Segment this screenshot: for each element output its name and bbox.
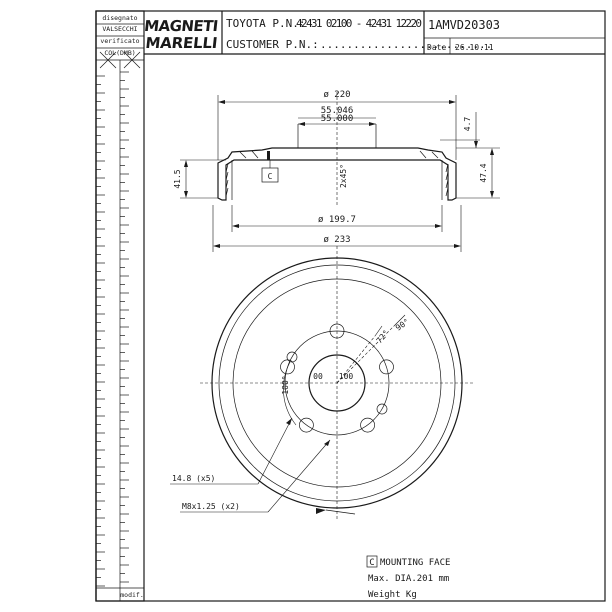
drawing-code: 1AMVD20303 — [428, 18, 500, 32]
svg-text:MARELLI: MARELLI — [145, 34, 219, 52]
angle-72-label: 72° — [375, 328, 391, 345]
notes-mounting-face: MOUNTING FACE — [380, 558, 450, 568]
customer-pn-value: .......................... — [320, 38, 492, 51]
dim-height-left: 41.5 — [173, 169, 182, 188]
dim-outer-diameter-bottom: ø 233 — [323, 235, 350, 245]
date-label: Date — [427, 43, 446, 52]
svg-text:MAGNETI: MAGNETI — [143, 17, 219, 35]
center-right-label: 100 — [339, 372, 354, 381]
bolt-hole-5 — [280, 359, 295, 375]
front-view-dimensions — [170, 314, 406, 515]
bolt-hole-pattern — [280, 323, 394, 433]
threads-callout: M8x1.25 (x2) — [182, 502, 240, 511]
designer-name: VALSECCHI — [102, 25, 137, 33]
toyota-pn-value: 42431 02100 - 42431 12220 — [296, 17, 422, 30]
drum-front-view — [200, 246, 474, 520]
threaded-hole-2 — [376, 403, 388, 415]
dim-flange-thickness: 4.7 — [463, 117, 472, 132]
notes-weight: Weight Kg — [368, 590, 417, 600]
holes-callout: 14.8 (x5) — [172, 474, 215, 483]
bolt-hole-4 — [299, 417, 314, 433]
section-mounting-face-tag: C — [268, 172, 273, 181]
magneti-marelli-logo: MAGNETI MARELLI — [143, 17, 219, 52]
revision-strip — [95, 10, 145, 602]
modification-label: modif. — [120, 591, 143, 599]
bolt-hole-3 — [360, 417, 375, 433]
drum-section-view — [217, 92, 457, 205]
checked-label: verificato — [100, 37, 139, 45]
toyota-pn-label: TOYOTA P.N.: — [226, 17, 305, 30]
dim-inner-diameter: ø 199.7 — [318, 215, 356, 225]
title-block — [144, 11, 605, 55]
dim-pilot-min: 55.000 — [321, 114, 354, 124]
angle-90-label: 90° — [394, 317, 411, 333]
customer-pn-label: CUSTOMER P.N.: — [226, 38, 319, 51]
dim-height-right: 47.4 — [479, 163, 488, 182]
date-value: 26.10.11 — [455, 43, 494, 52]
notes-mounting-face-tag: C — [369, 558, 374, 568]
pcd-left-label: 100° — [281, 375, 290, 394]
dim-chamfer: 2x45° — [339, 164, 348, 188]
dim-pilot-max: 55.046 — [321, 106, 354, 116]
center-left-label: 00 — [313, 372, 323, 381]
notes-block — [366, 555, 378, 568]
bolt-hole-1 — [329, 323, 345, 339]
checker-name: COL(DMB) — [104, 49, 135, 57]
dim-outer-diameter-top: ø 220 — [323, 90, 350, 100]
designed-label: disegnato — [102, 14, 137, 22]
threaded-hole-1 — [286, 351, 298, 363]
notes-max-diameter: Max. DIA.201 mm — [368, 574, 449, 584]
revision-strip-ticks — [96, 71, 129, 587]
bolt-hole-2 — [379, 359, 394, 375]
